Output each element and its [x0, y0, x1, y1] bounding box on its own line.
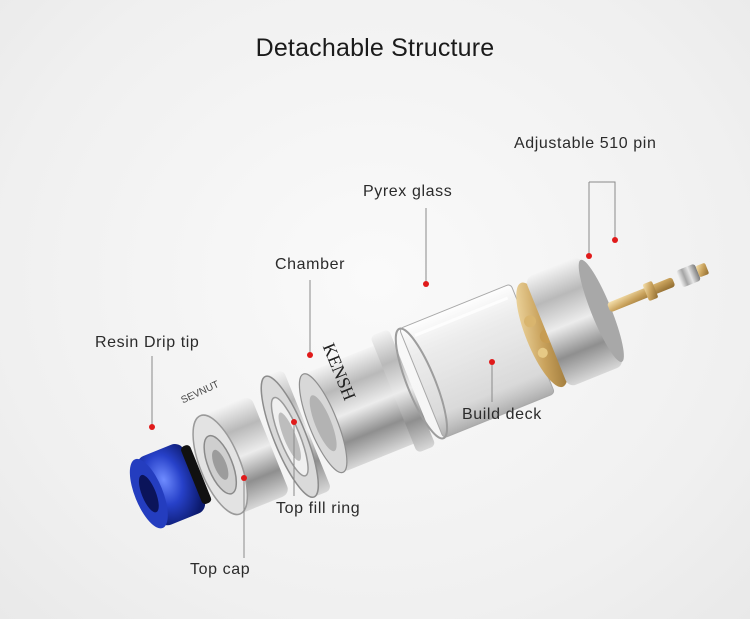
drip-tip-dot [149, 424, 155, 430]
top-cap-dot [241, 475, 247, 481]
top-fill-ring-part [260, 371, 330, 499]
build-deck-dot [489, 359, 495, 365]
label-top-fill-ring: Top fill ring [276, 500, 361, 517]
pyrex-glass-part [394, 284, 555, 440]
top-cap-part [192, 397, 288, 516]
adjustable-510-pin-part [607, 263, 709, 312]
label-build-deck: Build deck [462, 406, 542, 423]
build-deck-part [516, 258, 624, 388]
top-fill-ring-dot [291, 419, 297, 425]
drip-tip-part [129, 443, 212, 529]
label-pyrex-glass: Pyrex glass [363, 183, 453, 200]
pin-dot-1 [586, 253, 592, 259]
label-adjustable-510-pin: Adjustable 510 pin [514, 135, 657, 152]
top-cap-engraving: SEVNUT [180, 379, 221, 406]
pin-leader-right [589, 181, 616, 240]
marker-dots [149, 237, 618, 481]
pyrex-dot [423, 281, 429, 287]
page-title: Detachable Structure [255, 34, 495, 62]
leader-lines [151, 181, 616, 558]
pin-dot-2 [612, 237, 618, 243]
chamber-dot [307, 352, 313, 358]
label-resin-drip-tip: Resin Drip tip [95, 334, 200, 351]
label-chamber: Chamber [275, 256, 346, 273]
label-top-cap: Top cap [190, 561, 251, 578]
chamber-part [298, 330, 435, 474]
